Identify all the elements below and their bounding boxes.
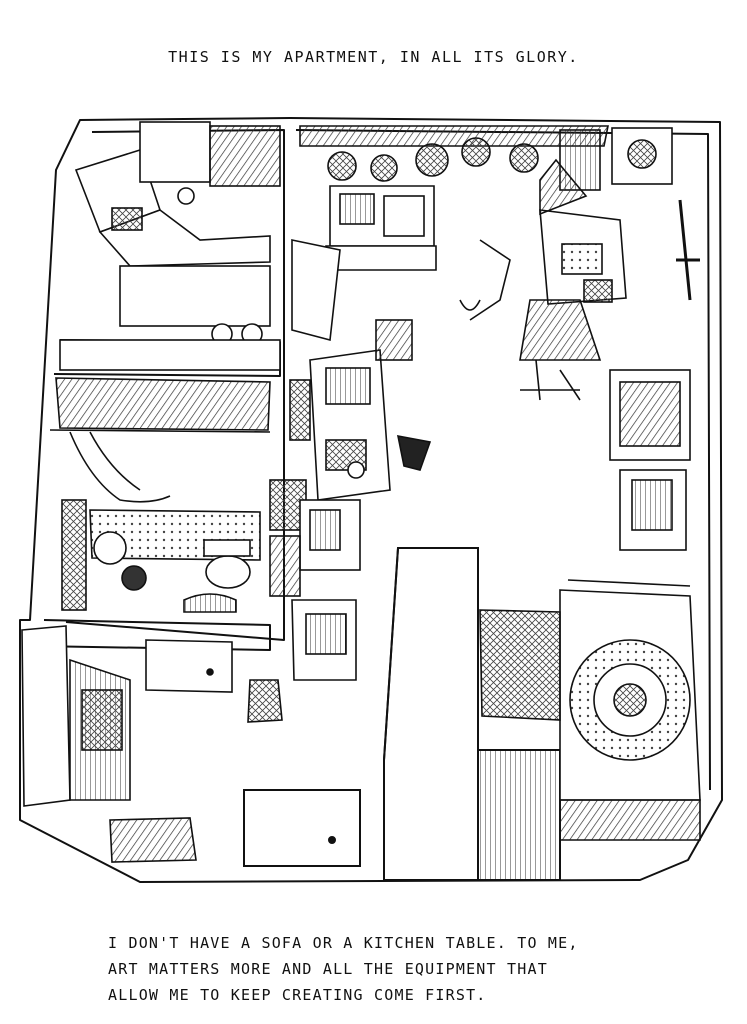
wardrobe [243, 547, 561, 881]
bottom-caption: I DON'T HAVE A SOFA OR A KITCHEN TABLE. … [108, 930, 668, 1008]
entry-area [21, 625, 283, 863]
computer-desk [289, 239, 432, 501]
caption-line: ALLOW ME TO KEEP CREATING COME FIRST. [108, 986, 487, 1004]
page-title: THIS IS MY APARTMENT, IN ALL ITS GLORY. [168, 48, 579, 66]
caption-line: ART MATTERS MORE AND ALL THE EQUIPMENT T… [108, 960, 548, 978]
storage-shelves [269, 479, 361, 681]
kitchen [59, 121, 281, 371]
plant-shelf [299, 125, 673, 191]
bed [479, 579, 701, 841]
bathroom [49, 377, 271, 613]
caption-line: I DON'T HAVE A SOFA OR A KITCHEN TABLE. … [108, 934, 579, 952]
printer-desk [325, 185, 437, 271]
drawing-desk [459, 158, 627, 401]
right-wall-cabinets [609, 199, 700, 551]
